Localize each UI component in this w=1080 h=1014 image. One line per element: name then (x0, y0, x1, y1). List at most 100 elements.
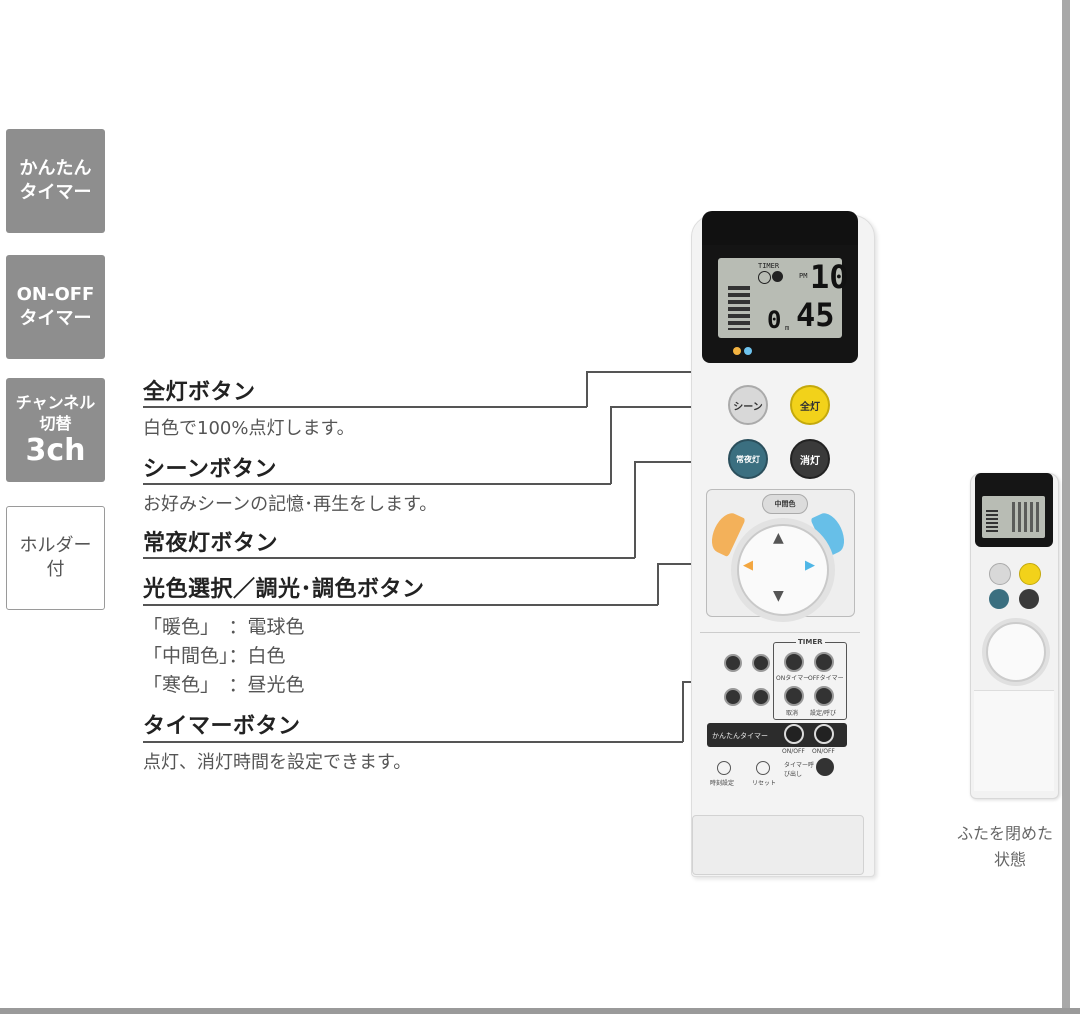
leader-line-zentou-v (586, 371, 588, 407)
on-timer-button[interactable] (784, 652, 804, 672)
small-zentou-button (1019, 563, 1041, 585)
leader-line-jouyatou (143, 557, 635, 559)
small-scene-button (989, 563, 1011, 585)
dpad-right-icon[interactable]: ▶ (805, 558, 815, 573)
timer-recall-button[interactable] (816, 758, 834, 776)
label-timer-desc: 点灯、消灯時間を設定できます。 (143, 752, 412, 773)
lcd-timer-icon (772, 271, 783, 282)
badge-channel-switch: チャンネル 切替 3ch (6, 378, 105, 482)
small-shoutou-button (1019, 589, 1039, 609)
lcd-minute-b: 45 (796, 296, 835, 334)
scene-button-label: シーン (733, 401, 763, 413)
dpad-down-icon[interactable]: ▼ (773, 588, 784, 604)
timer-set-button[interactable] (814, 686, 834, 706)
reset-button[interactable] (756, 761, 770, 775)
label-zentou-title: 全灯ボタン (143, 380, 256, 405)
timer-box-label: TIMER (796, 638, 825, 646)
clock-set-button[interactable] (717, 761, 731, 775)
label-scene-title: シーンボタン (143, 457, 277, 482)
label-option-cool: 「寒色」 ：昼光色 (143, 674, 305, 696)
label-kousyoku-title: 光色選択／調光･調色ボタン (143, 577, 425, 602)
label-option-neutral: 「中間色」：白色 (143, 645, 286, 667)
scene-button[interactable]: シーン (728, 385, 768, 425)
badge-kantan-timer: かんたん タイマー (6, 129, 105, 233)
right-edge-bar (1062, 0, 1070, 1014)
kantan-label: かんたんタイマー (712, 732, 768, 740)
label-zentou-desc: 白色で100%点灯します。 (143, 418, 355, 439)
shoutou-button-label: 消灯 (800, 455, 820, 467)
lcd-minute-a: 0 (767, 306, 782, 334)
leader-line-jouyatou-h2 (634, 461, 730, 463)
lcd-timer-label: TIMER (758, 262, 780, 270)
leader-line-jouyatou-v (634, 461, 636, 558)
jouyatou-button-label: 常夜灯 (736, 454, 760, 464)
dimmer-dpad[interactable] (737, 524, 829, 616)
lcd-level-bars (728, 286, 750, 330)
indicator-warm-dot (733, 347, 741, 355)
caption-line-1: ふたを閉めた (957, 824, 1054, 843)
leader-line-kousyoku-h2 (657, 563, 707, 565)
timer-btn-label: OFFタイマー (808, 675, 844, 682)
zentou-button[interactable]: 全灯 (790, 385, 830, 425)
badge-line: ホルダー (19, 535, 92, 556)
small-lcd-digits (1012, 502, 1040, 532)
off-timer-button[interactable] (814, 652, 834, 672)
channel-button[interactable] (724, 654, 742, 672)
shoutou-button[interactable]: 消灯 (790, 439, 830, 479)
badge-line: かんたん (19, 158, 92, 179)
jouyatou-button[interactable]: 常夜灯 (728, 439, 768, 479)
dpad-left-icon[interactable]: ◀ (743, 558, 753, 573)
timer-btn-label: 設定/呼び (810, 710, 837, 717)
badge-line: タイマー (19, 308, 92, 329)
badge-onoff-timer: ON-OFF タイマー (6, 255, 105, 359)
badge-holder: ホルダー 付 (6, 506, 105, 610)
caption-line-2: 状態 (994, 850, 1027, 869)
small-remote-cover (974, 690, 1054, 791)
label-option-warm: 「暖色」 ：電球色 (143, 616, 305, 638)
timer-box: TIMER (773, 638, 847, 720)
indicator-cool-dot (744, 347, 752, 355)
remote-lower-panel (700, 632, 860, 793)
kantan-btn-label: ON/OFF (812, 748, 835, 755)
chuukan-button-label: 中間色 (774, 500, 796, 508)
timer-btn-label: 取消 (786, 710, 799, 717)
leader-line-kousyoku-v (657, 563, 659, 605)
bottom-edge-bar (0, 1008, 1080, 1014)
small-dpad (986, 622, 1046, 682)
badge-line: 切替 (39, 414, 72, 433)
lcd-clock-icon (758, 271, 771, 284)
lcd-pm: PM (799, 272, 808, 280)
kantan-btn-label: ON/OFF (782, 748, 805, 755)
channel-button[interactable] (752, 688, 770, 706)
chuukan-button[interactable]: 中間色 (762, 494, 808, 514)
label-timer-title: タイマーボタン (143, 714, 301, 739)
remote-lcd-display: TIMER PM 10 0 m 45 (718, 258, 849, 338)
badge-line: チャンネル (15, 393, 96, 412)
dpad-up-icon[interactable]: ▲ (773, 530, 784, 546)
kantan-on-button[interactable] (784, 724, 804, 744)
small-lcd-bars (986, 510, 998, 534)
leader-line-zentou (143, 406, 587, 408)
timer-cancel-button[interactable] (784, 686, 804, 706)
remote-cover-flap (692, 815, 864, 875)
badge-line: 付 (46, 559, 65, 580)
small-remote-lcd (982, 496, 1045, 538)
badge-line: ON-OFF (16, 284, 95, 305)
bottom-label: タイマー呼び出し (784, 762, 815, 778)
channel-button[interactable] (752, 654, 770, 672)
zentou-button-label: 全灯 (800, 401, 820, 413)
timer-btn-label: ONタイマー (776, 675, 810, 682)
channel-button[interactable] (724, 688, 742, 706)
bottom-label: 時刻設定 (710, 780, 735, 787)
lcd-hour: 10 (810, 258, 849, 296)
leader-line-timer-v (682, 681, 684, 742)
label-jouyatou-title: 常夜灯ボタン (143, 531, 279, 556)
leader-line-scene-h2 (610, 406, 730, 408)
leader-line-kousyoku (143, 604, 658, 606)
leader-line-scene (143, 483, 611, 485)
leader-line-timer (143, 741, 683, 743)
leader-line-scene-v (610, 406, 612, 484)
bottom-label: リセット (752, 780, 777, 787)
label-scene-desc: お好みシーンの記憶･再生をします。 (143, 494, 438, 515)
kantan-off-button[interactable] (814, 724, 834, 744)
